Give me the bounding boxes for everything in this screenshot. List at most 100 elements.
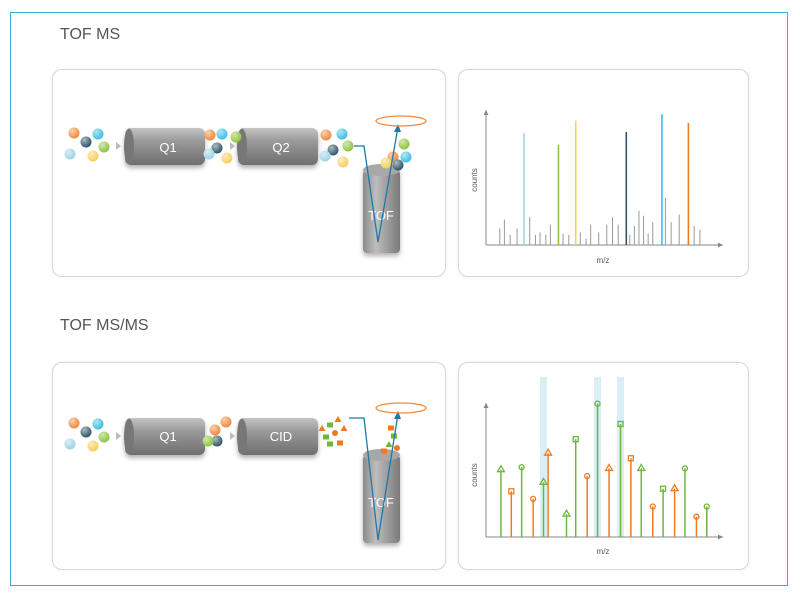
ion-highlight <box>209 424 221 436</box>
ion-highlight <box>204 129 216 141</box>
ion-highlight <box>230 131 242 143</box>
tof-label: TOF <box>368 495 394 510</box>
peak-marker-circle <box>518 463 525 471</box>
fragment-square <box>388 425 394 431</box>
fragment-triangle <box>318 425 326 431</box>
ion-highlight <box>64 148 76 160</box>
ion-highlight <box>400 151 412 163</box>
peak-marker-triangle <box>561 508 572 517</box>
section-title-tof-msms: TOF MS/MS <box>60 317 149 334</box>
fragment-circle <box>394 445 400 451</box>
flight-arrow-icon <box>394 124 401 132</box>
fragment-square <box>323 434 329 440</box>
ion-highlight <box>398 138 410 150</box>
y-axis-label: counts <box>470 463 479 487</box>
peak-marker-circle <box>594 400 601 407</box>
flight-arrow-icon <box>394 411 401 419</box>
ion-flight-path <box>354 126 399 243</box>
ion-highlight <box>68 417 80 429</box>
y-axis-arrow-icon <box>483 403 489 408</box>
q1-label: Q1 <box>159 429 176 444</box>
y-axis-label: counts <box>470 168 479 192</box>
ion-highlight <box>342 140 354 152</box>
ion-highlight <box>211 142 223 154</box>
ion-highlight <box>64 438 76 450</box>
ion-highlight <box>80 426 92 438</box>
fragment-triangle <box>334 416 342 422</box>
peak-marker-square <box>627 455 635 462</box>
ion-highlight <box>80 136 92 148</box>
ion-highlight <box>211 435 223 447</box>
ion-highlight <box>221 152 233 164</box>
peak-marker-triangle <box>543 447 553 456</box>
cid-label: CID <box>270 429 292 444</box>
flow-arrow-icon <box>116 142 121 150</box>
peak-marker-circle <box>530 495 537 503</box>
tof-label: TOF <box>368 208 394 223</box>
fragment-square <box>337 440 343 446</box>
peak-marker-circle <box>693 513 700 520</box>
ion-highlight <box>336 128 348 140</box>
fragment-circle <box>332 430 338 436</box>
ion-highlight <box>68 127 80 139</box>
tof-ms-diagram: Q1 Q2 TOF <box>64 115 427 253</box>
ion-highlight <box>380 157 392 169</box>
x-axis-label: m/z <box>597 256 610 265</box>
peak-marker-circle <box>649 503 656 510</box>
fragment-triangle <box>385 441 393 447</box>
section-title-tof-ms: TOF MS <box>60 26 121 43</box>
detector-ring <box>375 115 427 127</box>
ion-highlight <box>327 144 339 156</box>
peak-marker-triangle <box>538 477 549 486</box>
q1-quadrupole: Q1 <box>124 128 205 165</box>
ion-highlight <box>98 141 110 153</box>
peak-marker-square <box>659 485 667 492</box>
peak-marker-circle <box>681 465 689 472</box>
tof-ms-spectrum-panel <box>458 69 749 277</box>
peak-marker-circle <box>584 472 591 480</box>
ion-highlight <box>202 435 214 447</box>
fragment-triangle <box>340 425 348 431</box>
flow-arrow-icon <box>116 432 121 440</box>
detector-ring <box>375 402 427 414</box>
figure-frame <box>10 12 788 586</box>
ion-highlight <box>87 150 99 162</box>
q2-quadrupole: Q2 <box>237 128 318 165</box>
x-axis-arrow-icon <box>718 242 723 248</box>
tof-msms-spectrum-panel <box>458 362 749 570</box>
ion-highlight <box>320 129 332 141</box>
x-axis-label: m/z <box>597 547 610 556</box>
fragment-square <box>327 422 333 428</box>
peak-marker-circle <box>703 503 710 510</box>
peak-marker-square <box>617 420 624 428</box>
flow-arrow-icon <box>230 142 235 150</box>
flow-arrow-icon <box>230 432 235 440</box>
peak-marker-square <box>508 488 515 495</box>
tof-ms-spectrum: counts m/z <box>470 110 723 265</box>
ion-highlight <box>98 431 110 443</box>
peak-marker-square <box>572 436 579 443</box>
ion-highlight <box>87 440 99 452</box>
highlight-band <box>540 377 547 537</box>
q2-label: Q2 <box>272 140 289 155</box>
ion-highlight <box>392 159 404 171</box>
q1-quadrupole: Q1 <box>124 418 205 455</box>
x-axis-arrow-icon <box>718 534 723 540</box>
ion-highlight <box>337 156 349 168</box>
ion-highlight <box>220 416 232 428</box>
tof-msms-spectrum: counts m/z <box>470 377 723 556</box>
tof-msms-diagram: Q1 CID TOF <box>64 402 427 543</box>
peak-marker-triangle <box>636 463 646 472</box>
cid-collision-cell: CID <box>237 418 318 455</box>
ion-highlight <box>216 128 228 140</box>
peak-marker-triangle <box>604 463 614 472</box>
fragment-square <box>381 448 387 454</box>
ion-highlight <box>203 148 215 160</box>
peak-marker-triangle <box>669 483 680 492</box>
ion-highlight <box>92 418 104 430</box>
ion-highlight <box>319 150 331 162</box>
fragment-square <box>327 441 333 447</box>
ion-highlight <box>92 128 104 140</box>
y-axis-arrow-icon <box>483 110 489 115</box>
